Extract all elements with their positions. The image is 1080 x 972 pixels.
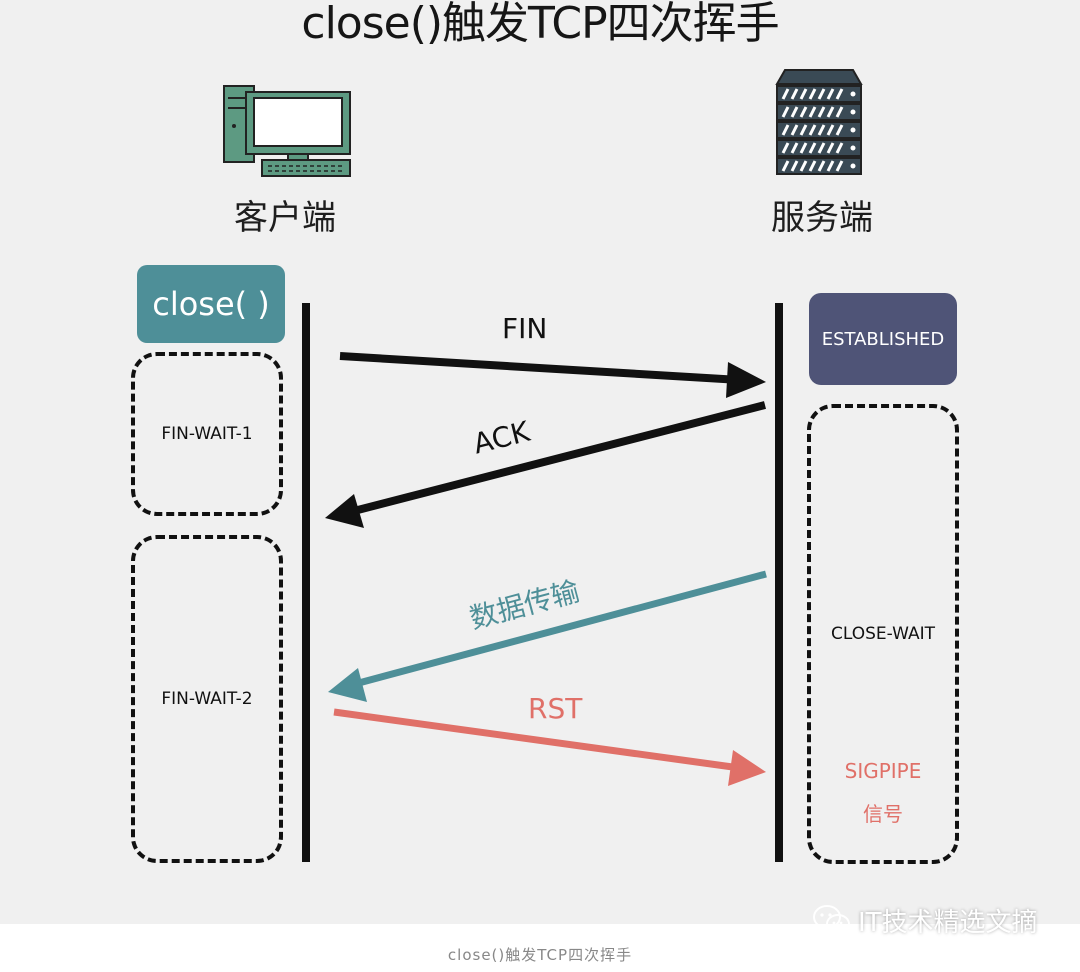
fin-arrow-head <box>726 362 766 398</box>
close-wait-label: CLOSE-WAIT <box>830 624 935 644</box>
watermark-text: IT技术精选文摘 <box>858 907 1038 938</box>
established-box: ESTABLISHED <box>809 293 957 385</box>
watermark: IT技术精选文摘 <box>812 900 1038 940</box>
fin-arrow-line <box>339 352 741 384</box>
rst-arrow-line <box>333 708 741 772</box>
server-label: 服务端 <box>771 198 873 238</box>
client-label: 客户端 <box>234 198 336 238</box>
ack-arrow-head <box>325 494 364 528</box>
close-wait-box <box>807 404 959 864</box>
rst-label: RST <box>528 692 583 725</box>
fin-wait-1-label: FIN-WAIT-1 <box>161 424 253 444</box>
wechat-icon <box>813 905 850 934</box>
fin-label: FIN <box>502 312 548 345</box>
sequence-lines <box>302 303 783 862</box>
server-icon <box>775 69 863 175</box>
diagram-title: close()触发TCP四次挥手 <box>301 0 779 49</box>
caption: close()触发TCP四次挥手 <box>447 946 633 964</box>
sigpipe-label: SIGPIPE <box>844 759 922 783</box>
signal-label: 信号 <box>863 802 903 826</box>
data-arrow-line <box>354 570 767 688</box>
diagram-canvas: close()触发TCP四次挥手 客户端 服务端 <box>0 0 1080 938</box>
rst-arrow-head <box>728 750 766 786</box>
fin-wait-2-box: FIN-WAIT-2 <box>131 535 283 863</box>
data-arrow-head <box>328 668 367 702</box>
computer-icon <box>223 85 351 177</box>
fin-wait-2-label: FIN-WAIT-2 <box>161 689 253 709</box>
close-call-box: close( ) <box>137 265 285 343</box>
fin-wait-1-box: FIN-WAIT-1 <box>131 352 283 516</box>
ack-arrow-line <box>349 401 766 516</box>
